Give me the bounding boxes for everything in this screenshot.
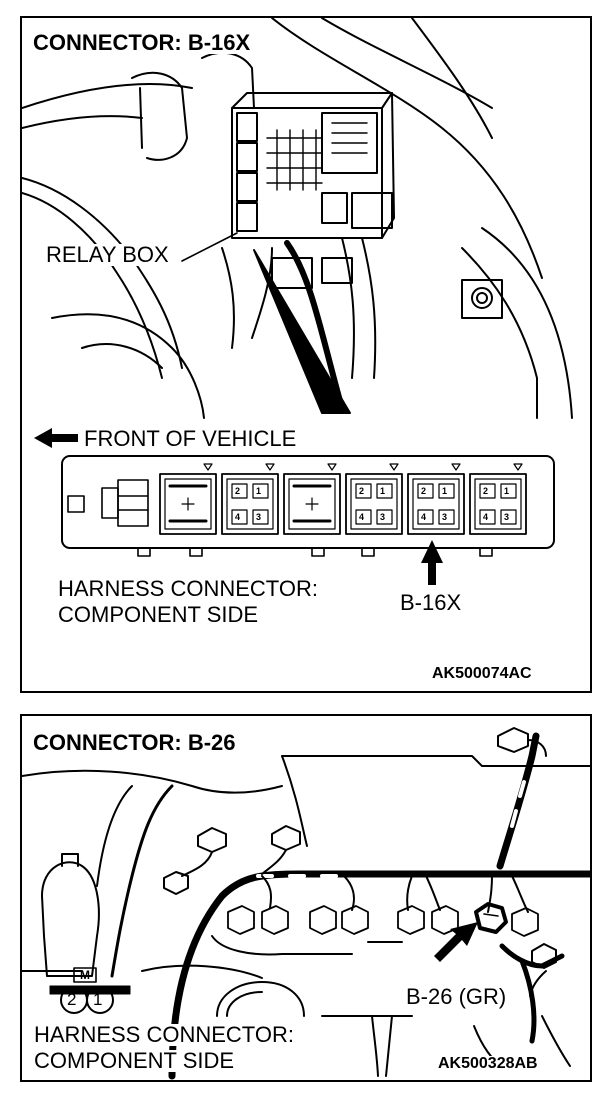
pin-number: 1: [256, 486, 262, 496]
pin-number: 4: [421, 512, 427, 522]
pin-number: 3: [442, 512, 448, 522]
pin-number: 4: [483, 512, 489, 522]
relay-box-label: RELAY BOX: [44, 242, 171, 267]
diagram-panel-b16x: CONNECTOR: B-16X RELAY BOX FRONT OF VEHI…: [20, 16, 592, 693]
pin-number: 3: [380, 512, 386, 522]
engine-bay-illustration-top: [22, 18, 573, 585]
target-connector-label: B-16X: [400, 590, 462, 615]
figure-code: AK500328AB: [436, 1055, 540, 1072]
target-connector-label: B-26 (GR): [404, 984, 509, 1009]
marker-digit: 2: [67, 990, 77, 1009]
harness-label-line2: COMPONENT SIDE: [32, 1048, 237, 1073]
marker-digit: 1: [93, 990, 103, 1009]
front-of-vehicle-label: FRONT OF VEHICLE: [84, 426, 297, 451]
pin-number: 3: [504, 512, 510, 522]
marker-letter: M: [80, 968, 90, 982]
pin-number: 2: [235, 486, 241, 496]
connector-title: CONNECTOR: B-16X: [30, 32, 254, 54]
pin-number: 1: [380, 486, 386, 496]
connector-title: CONNECTOR: B-26: [30, 732, 239, 754]
diagram-panel-b26: CONNECTOR: B-26 M 2 1 B-26 (GR) HARNESS …: [20, 714, 592, 1082]
pin-number: 1: [442, 486, 448, 496]
pin-number: 3: [256, 512, 262, 522]
pin-number: 2: [483, 486, 489, 496]
pin-number: 1: [504, 486, 510, 496]
figure-code: AK500074AC: [432, 665, 532, 682]
harness-label-line1: HARNESS CONNECTOR:: [58, 576, 318, 601]
harness-label-line1: HARNESS CONNECTOR:: [32, 1022, 296, 1047]
pin-number: 2: [359, 486, 365, 496]
pin-number: 2: [421, 486, 427, 496]
pin-number: 4: [235, 512, 241, 522]
pin-number: 4: [359, 512, 365, 522]
harness-label-line2: COMPONENT SIDE: [58, 602, 259, 627]
engine-bay-illustration-bottom: [22, 727, 590, 1080]
